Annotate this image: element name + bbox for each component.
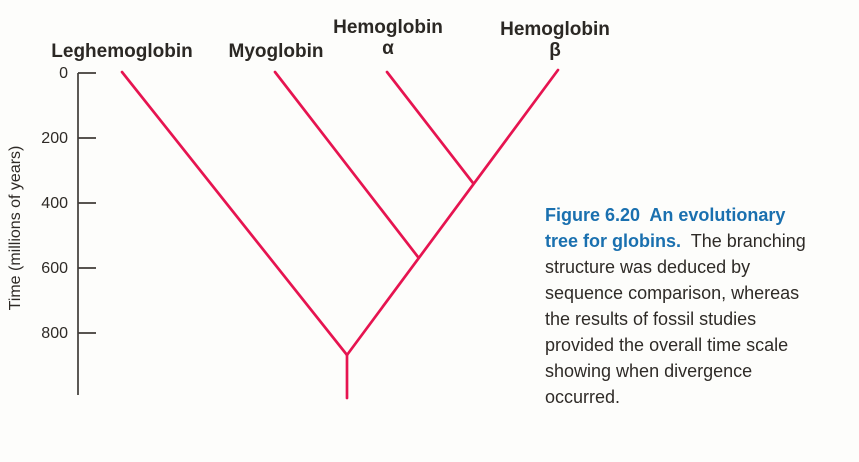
axis-tick-label-200: 200 — [41, 130, 68, 147]
leaf-sublabel-alpha: α — [382, 38, 394, 59]
figure-caption: Figure 6.20 An evolutionary tree for glo… — [545, 202, 821, 410]
caption-title: Figure 6.20 An evolutionary tree for glo… — [545, 205, 791, 251]
axis-tick-label-600: 600 — [41, 260, 68, 277]
leaf-sublabel-beta: β — [549, 40, 561, 61]
leaf-label-myoglobin: Myoglobin — [229, 41, 324, 62]
branch-hemoglobin-alpha — [385, 70, 475, 185]
branch-leghemoglobin — [120, 70, 349, 357]
leaf-label-hemoglobin-beta: Hemoglobin β — [500, 19, 610, 61]
leaf-label-text: Hemoglobin — [500, 19, 610, 40]
leaf-label-text: Hemoglobin — [333, 17, 443, 38]
time-axis-title: Time (millions of years) — [7, 146, 24, 311]
caption-body: The branching structure was deduced by s… — [545, 231, 811, 407]
time-axis: 0 200 400 600 800 Time (millions of year… — [7, 65, 96, 395]
leaf-label-leghemoglobin: Leghemoglobin — [51, 41, 192, 62]
branch-hemoglobin-beta-lineage — [345, 68, 560, 357]
axis-tick-label-400: 400 — [41, 195, 68, 212]
branch-myoglobin — [273, 70, 420, 259]
axis-tick-label-0: 0 — [59, 65, 68, 82]
leaf-label-hemoglobin-alpha: Hemoglobin α — [333, 17, 443, 59]
axis-tick-label-800: 800 — [41, 325, 68, 342]
leaf-label-text: Myoglobin — [228, 41, 324, 62]
tree-branches — [120, 68, 560, 400]
leaf-label-text: Leghemoglobin — [51, 41, 193, 62]
